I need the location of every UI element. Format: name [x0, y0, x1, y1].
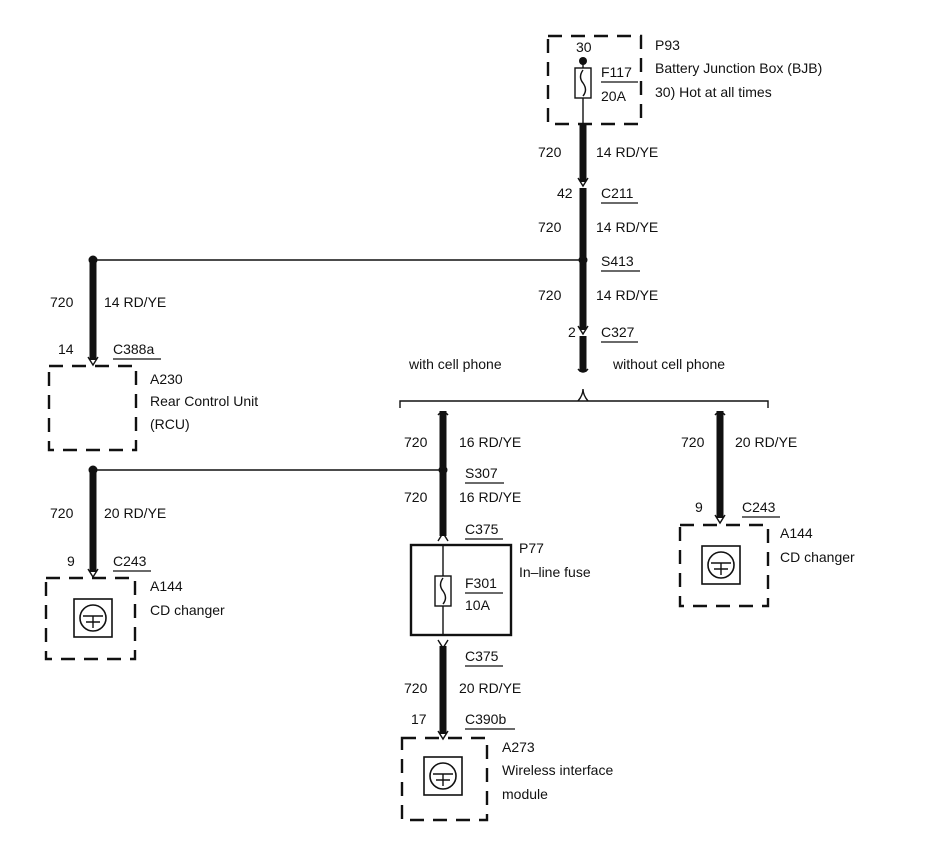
- with-seg2-wire: 16 RD/YE: [459, 489, 521, 505]
- with-seg3-circuit: 720: [404, 680, 428, 696]
- s413-label: S413: [601, 253, 634, 269]
- f117-label: F117: [601, 64, 632, 80]
- f301-label: F301: [465, 575, 497, 591]
- cd-right-symbol-frame: [701, 545, 741, 585]
- cd-right-name: CD changer: [780, 549, 855, 565]
- c388a-pin: 14: [58, 341, 74, 357]
- p77-ref: P77: [519, 540, 544, 556]
- wireless-module-ref: A273: [502, 739, 535, 755]
- trunk-seg2-circuit: 720: [538, 219, 562, 235]
- cd-right-connector: C243: [742, 499, 776, 515]
- c375-top-connector-icon: [437, 531, 449, 542]
- option-without-cell-phone: without cell phone: [612, 356, 725, 372]
- cd-left-name: CD changer: [150, 602, 225, 618]
- cd-right-circuit: 720: [681, 434, 705, 450]
- option-bracket-line: [399, 400, 769, 408]
- c388a-label: C388a: [113, 341, 154, 357]
- c211-label: C211: [601, 185, 634, 201]
- cd-right-pin: 9: [695, 499, 703, 515]
- option-bracket-center: [577, 388, 589, 402]
- with-seg3-wire: 20 RD/YE: [459, 680, 521, 696]
- option-bracket: with cell phone without cell phone: [399, 356, 769, 408]
- c375-top-label: C375: [465, 521, 499, 537]
- rcu-wire-label: 14 RD/YE: [104, 294, 166, 310]
- cd-changer-left-icon: [79, 604, 107, 632]
- main-trunk: 720 14 RD/YE 42 C211 720 14 RD/YE S413 7…: [538, 124, 658, 373]
- c390b-connector-icon: [437, 730, 449, 741]
- c327-connector-icon: [577, 325, 589, 336]
- trunk-seg1-wire: 14 RD/YE: [596, 144, 658, 160]
- f301-rating: 10A: [465, 597, 491, 613]
- with-cell-phone-branch: 720 16 RD/YE S307 720 16 RD/YE C375 F301…: [400, 411, 613, 822]
- cd-left-dashed-box: [44, 576, 137, 661]
- cd-right-ref: A144: [780, 525, 813, 541]
- wireless-module-name-line2: module: [502, 786, 548, 802]
- cd-right-dashed-box: [678, 523, 770, 608]
- cd-changer-right-branch: 720 20 RD/YE 9 C243 A144 CD changer: [678, 411, 855, 608]
- s307-label: S307: [465, 465, 498, 481]
- bjb-dashed-box: [546, 34, 643, 126]
- rcu-name-line1: Rear Control Unit: [150, 393, 258, 409]
- cd-left-connector: C243: [113, 553, 147, 569]
- c390b-label: C390b: [465, 711, 506, 727]
- with-seg2-circuit: 720: [404, 489, 428, 505]
- c375-bottom-label: C375: [465, 648, 499, 664]
- cd-changer-right-detail-icon: [711, 562, 731, 575]
- f117-fuse-element-icon: [579, 69, 587, 97]
- c327-pin: 2: [568, 324, 576, 340]
- rcu-dashed-box: [47, 364, 138, 452]
- cd-right-wire-label: 20 RD/YE: [735, 434, 797, 450]
- rcu-ref: A230: [150, 371, 183, 387]
- c390b-pin: 17: [411, 711, 427, 727]
- p77-name: In–line fuse: [519, 564, 591, 580]
- cd-left-symbol-frame: [73, 598, 113, 638]
- rcu-name-line2: (RCU): [150, 416, 190, 432]
- cd-changer-right-icon: [707, 551, 735, 579]
- trunk-break-icon: [577, 368, 589, 373]
- bjb-name: Battery Junction Box (BJB): [655, 60, 822, 76]
- c388a-connector-icon: [87, 356, 99, 367]
- c211-connector-icon: [577, 177, 589, 188]
- rcu-branch: 720 14 RD/YE 14 C388a A230 Rear Control …: [47, 255, 583, 452]
- f301-fuse-element-icon: [439, 577, 447, 605]
- cd-left-pin: 9: [67, 553, 75, 569]
- battery-junction-box: 30 F117 20A P93 Battery Junction Box (BJ…: [546, 34, 822, 126]
- f117-rating: 20A: [601, 88, 627, 104]
- trunk-seg3-circuit: 720: [538, 287, 562, 303]
- cd-right-connector-icon: [714, 514, 726, 525]
- cd-left-circuit: 720: [50, 505, 74, 521]
- trunk-seg1-circuit: 720: [538, 144, 562, 160]
- cd-left-wire-label: 20 RD/YE: [104, 505, 166, 521]
- bjb-ref: P93: [655, 37, 680, 53]
- wireless-module-name-line1: Wireless interface: [502, 762, 613, 778]
- option-with-cell-phone: with cell phone: [408, 356, 502, 372]
- bjb-note: 30) Hot at all times: [655, 84, 772, 100]
- c211-pin: 42: [557, 185, 573, 201]
- cd-left-ref: A144: [150, 578, 183, 594]
- wireless-module-symbol-frame: [423, 756, 463, 796]
- wireless-module-dashed-box: [400, 736, 489, 822]
- trunk-seg2-wire: 14 RD/YE: [596, 219, 658, 235]
- trunk-seg3-wire: 14 RD/YE: [596, 287, 658, 303]
- with-seg1-circuit: 720: [404, 434, 428, 450]
- c327-label: C327: [601, 324, 635, 340]
- module-symbol-icon: [429, 762, 457, 790]
- p77-inline-fuse-box: [409, 543, 513, 637]
- cd-changer-left-branch: 720 20 RD/YE 9 C243 A144 CD changer: [44, 465, 443, 661]
- module-symbol-detail-icon: [433, 773, 453, 786]
- rcu-circuit: 720: [50, 294, 74, 310]
- cd-changer-left-detail-icon: [83, 615, 103, 628]
- with-seg1-wire: 16 RD/YE: [459, 434, 521, 450]
- bjb-pin-label: 30: [576, 39, 592, 55]
